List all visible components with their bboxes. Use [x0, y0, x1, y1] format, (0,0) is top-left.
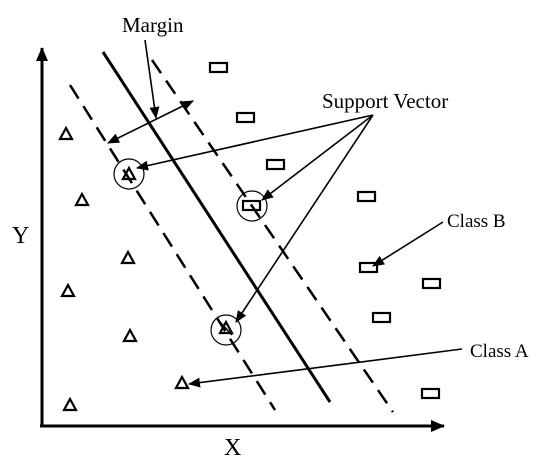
class-a-point	[58, 125, 74, 141]
class-b-label: Class B	[447, 211, 506, 232]
support-vector-circle	[113, 158, 145, 190]
class-b-point	[371, 311, 392, 324]
class-a-point	[218, 319, 234, 335]
class-a-point-mark	[219, 321, 233, 336]
class-b-point	[420, 387, 441, 400]
margin-pointer	[144, 39, 160, 119]
class-a-point	[74, 191, 90, 207]
margin-boundary-left	[68, 84, 277, 411]
class-a-point	[120, 249, 136, 265]
x-axis-label: X	[224, 435, 241, 461]
margin-label: Margin	[122, 13, 184, 37]
class-a-point	[122, 327, 138, 343]
margin-boundary-right	[150, 59, 395, 413]
class-a-point	[174, 374, 190, 390]
support-vector-label: Support Vector	[322, 89, 448, 113]
class-b-point	[208, 61, 229, 74]
support-vector-pointer-3	[235, 114, 374, 323]
class-a-pointer	[188, 348, 463, 388]
class-a-point	[121, 165, 137, 181]
margin-width-arrow	[107, 100, 194, 144]
class-b-pointer	[372, 221, 444, 267]
support-vector-circle	[236, 190, 268, 222]
class-b-point	[241, 199, 262, 212]
class-b-point	[358, 261, 379, 274]
support-vector-circle	[210, 314, 242, 346]
class-a-label: Class A	[470, 341, 529, 362]
class-a-point	[62, 396, 78, 412]
class-b-point	[356, 190, 377, 203]
support-vector-pointer-1	[136, 114, 374, 171]
support-vector-pointer-2	[261, 114, 374, 201]
class-b-point	[235, 111, 256, 124]
class-b-point	[421, 277, 442, 290]
decision-boundary	[101, 51, 332, 403]
class-a-point	[60, 282, 76, 298]
class-b-point	[265, 158, 286, 171]
y-axis-label: Y	[12, 223, 29, 249]
